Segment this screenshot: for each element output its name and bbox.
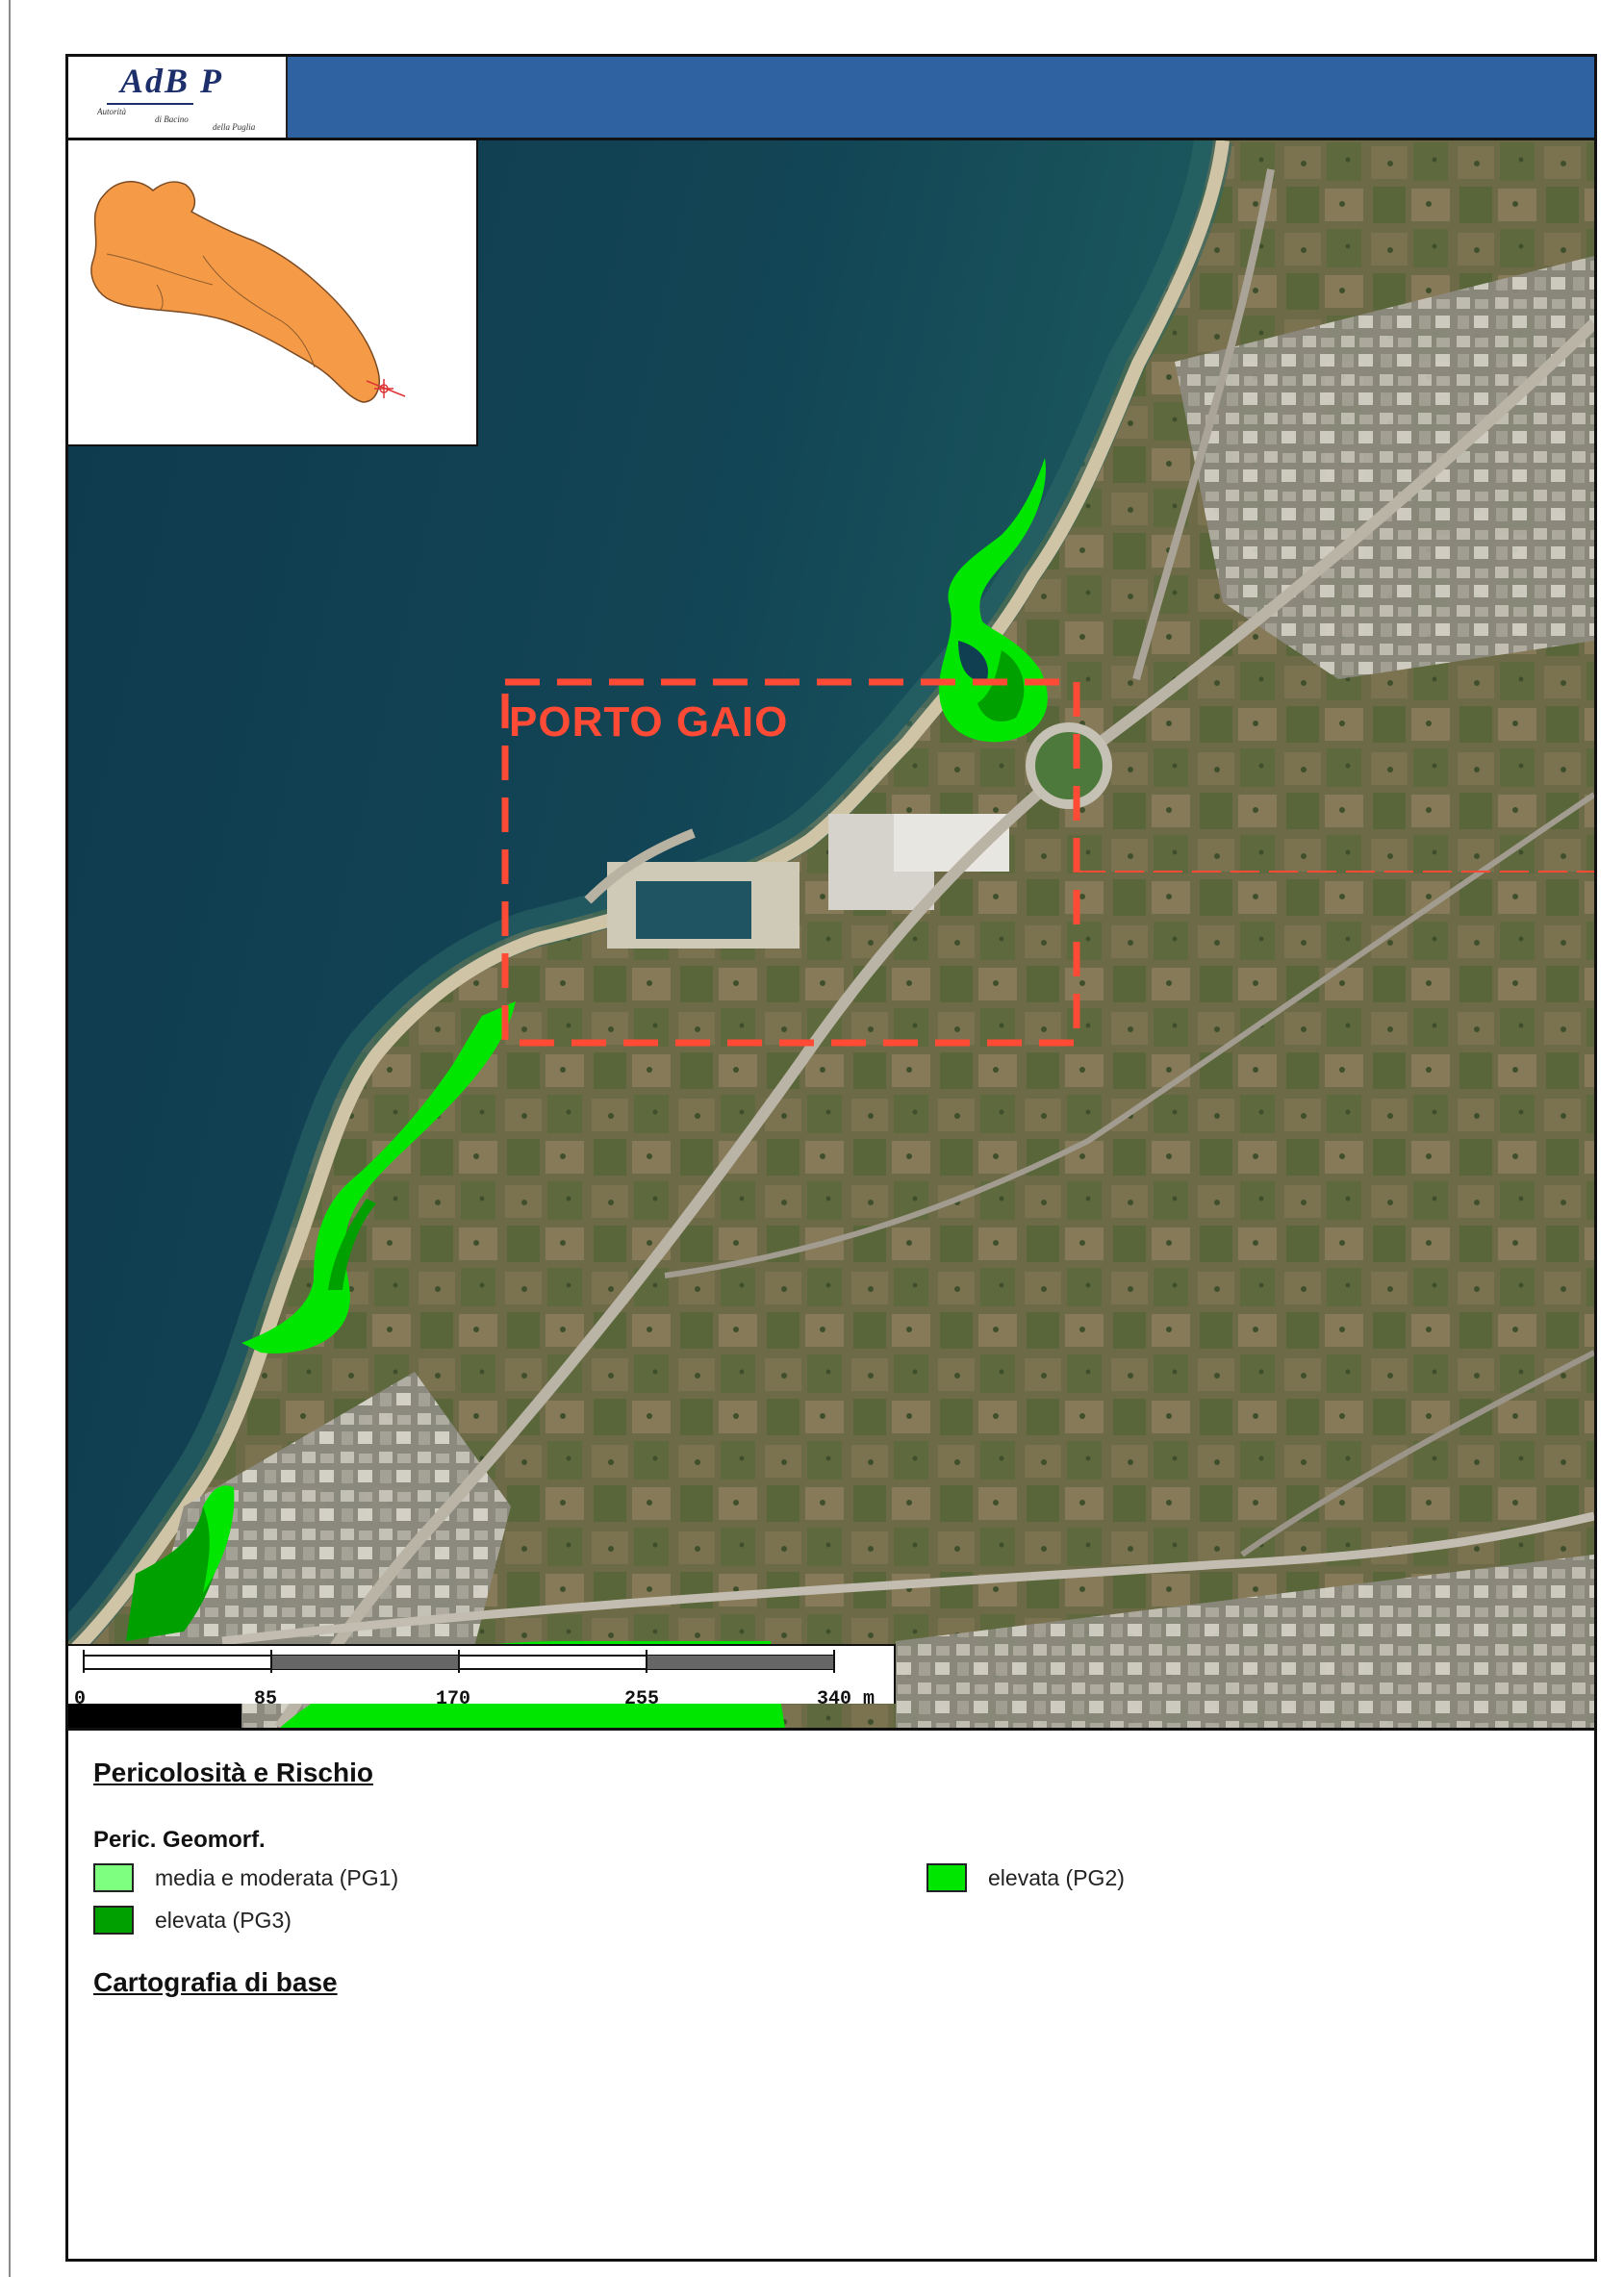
adbp-logo: AdB P Autorità di Bacino della Puglia xyxy=(68,57,288,138)
logo-subtext-2: di Bacino xyxy=(155,114,189,124)
legend-label-pg1: media e moderata (PG1) xyxy=(155,1864,399,1890)
coastal-road xyxy=(1132,168,1275,681)
legend-label-pg2: elevata (PG2) xyxy=(988,1864,1125,1890)
scale-bar-graphic xyxy=(83,1650,835,1673)
legend-item-pg3: elevata (PG3) xyxy=(93,1904,292,1936)
legend-item-pg2: elevata (PG2) xyxy=(926,1861,1125,1894)
rural-road xyxy=(664,792,1594,1278)
scale-tick-340: 340 m xyxy=(817,1688,875,1710)
hazard-pg3-west xyxy=(328,1199,376,1290)
legend-panel: Pericolosità e Rischio Peric. Geomorf. m… xyxy=(68,1731,1594,2259)
logo-subtext-1: Autorità xyxy=(97,107,127,116)
legend-title-hazard-risk: Pericolosità e Rischio xyxy=(93,1758,373,1787)
hazard-pg3-south-west xyxy=(126,1506,227,1641)
place-label-porto-gaio: PORTO GAIO xyxy=(509,698,789,746)
scale-tick-170: 170 xyxy=(436,1688,471,1710)
swatch-pg1 xyxy=(93,1863,134,1892)
legend-item-pg1: media e moderata (PG1) xyxy=(93,1861,398,1894)
logo-underline xyxy=(107,103,193,105)
urban-south-east xyxy=(896,1555,1594,1728)
study-area-outline xyxy=(501,678,1080,1047)
southern-road xyxy=(221,1511,1594,1646)
swatch-pg3 xyxy=(93,1906,134,1935)
hazard-pg3-north xyxy=(977,650,1025,722)
scale-tick-255: 255 xyxy=(624,1688,660,1710)
scale-bar: 0 85 170 255 340 m xyxy=(68,1644,896,1710)
locator-inset-map xyxy=(68,140,478,446)
harbour-water xyxy=(636,881,751,939)
hazard-pg2-south-west xyxy=(203,1485,235,1593)
header-bar: AdB P Autorità di Bacino della Puglia xyxy=(68,57,1594,140)
breakwater xyxy=(584,828,696,904)
scale-tick-85: 85 xyxy=(254,1688,278,1710)
logo-subtext-3: della Puglia xyxy=(213,122,256,132)
legend-title-base-cartography: Cartografia di base xyxy=(93,1967,338,1997)
legend-label-pg3: elevata (PG3) xyxy=(155,1907,292,1933)
puglia-region xyxy=(90,181,380,403)
main-road xyxy=(275,318,1594,1728)
locator-inset-graphic xyxy=(90,181,406,403)
hazard-pg2-west xyxy=(241,1001,516,1354)
page-margin-rule xyxy=(9,0,11,2277)
logo-main-text: AdB P xyxy=(120,62,224,100)
legend-subtitle-geomorph: Peric. Geomorf. xyxy=(93,1827,266,1853)
swatch-pg2 xyxy=(926,1863,967,1892)
scale-tick-0: 0 xyxy=(74,1688,87,1710)
secondary-road xyxy=(1240,1350,1594,1557)
location-marker-icon xyxy=(374,379,393,398)
map-sheet: AdB P Autorità di Bacino della Puglia xyxy=(65,54,1597,2262)
urban-north-east xyxy=(1175,256,1594,679)
roundabout xyxy=(1026,722,1112,809)
